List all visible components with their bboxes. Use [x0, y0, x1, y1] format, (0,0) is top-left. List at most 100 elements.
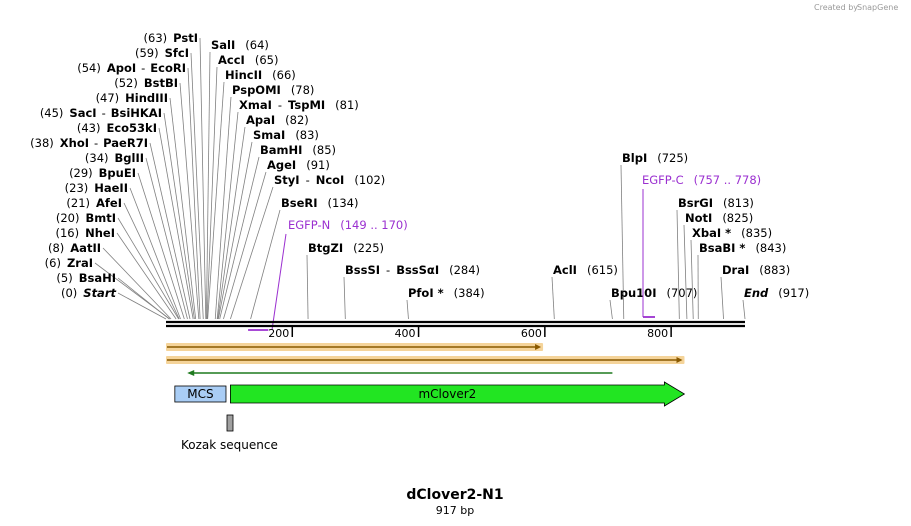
leader-blpi [620, 164, 625, 320]
site-position: (0) [61, 286, 77, 300]
site-xhoi: (38)XhoI-PaeR7I [30, 136, 148, 150]
feature-label-mcs: MCS [187, 387, 213, 401]
site-smai: SmaI (83) [253, 128, 319, 142]
site-name: AccI [218, 53, 245, 67]
site-position: (81) [335, 98, 359, 112]
site-name: BssSI [345, 263, 380, 277]
site-name: NotI [685, 211, 712, 225]
site-name: SfcI [165, 46, 189, 60]
site-name: AgeI [267, 158, 296, 172]
leader-acli [551, 276, 555, 320]
leader-styi [230, 186, 274, 320]
site-position: (47) [96, 91, 120, 105]
leader-bglii [145, 157, 188, 320]
ruler-label-800: 800 [647, 327, 668, 340]
site-name: BlpI [622, 151, 647, 165]
site-name: PspOMI [232, 83, 281, 97]
leader-eco53ki [158, 127, 194, 320]
site-bsahi: (5)BsaHI [56, 271, 116, 285]
site-name: BamHI [260, 143, 302, 157]
site-position: (23) [65, 181, 89, 195]
site-blpi: BlpI(725) [622, 151, 688, 165]
primer-name: EGFP-C [642, 173, 684, 187]
site-name-2: EcoRI [150, 61, 186, 75]
feature-mcs [174, 385, 227, 403]
leader-drai [720, 276, 724, 320]
leader-bseri [250, 209, 281, 320]
leader-acci [206, 66, 218, 320]
site-aatii: (8)AatII [48, 241, 101, 255]
site-bseri: BseRI(134) [281, 196, 358, 210]
orf-arrowhead [187, 370, 195, 376]
leader-end [742, 299, 746, 320]
leader-xbai [690, 239, 694, 320]
leader-bpuei [137, 172, 185, 320]
primer-egfp-n: EGFP-N(149 .. 170) [288, 218, 408, 232]
site-name: SalI [211, 38, 235, 52]
leader-bpu10i [609, 299, 613, 320]
site-name: HincII [225, 68, 262, 82]
site-position: (225) [353, 241, 384, 255]
snapgene-brand: SnapGene [857, 3, 898, 12]
site-name-2: BssSαI [396, 263, 439, 277]
created-by-text: Created by [814, 3, 858, 12]
site-separator: - [102, 106, 106, 120]
site-pfoi: PfoI *(384) [408, 286, 485, 300]
site-bpuei: (29)BpuEI [69, 166, 136, 180]
leader-hindiii [169, 97, 197, 320]
leader-bsssi [343, 276, 346, 320]
leader-psti [199, 37, 207, 320]
site-position: (78) [291, 83, 315, 97]
site-apai: ApaI(82) [246, 113, 309, 127]
site-position: (917) [778, 286, 809, 300]
site-position: (284) [449, 263, 480, 277]
site-bpu10i: Bpu10I(707) [611, 286, 697, 300]
site-name: PfoI * [408, 286, 444, 300]
site-agei: AgeI(91) [267, 158, 330, 172]
feature-mclover2 [230, 381, 686, 407]
site-name: BmtI [85, 211, 116, 225]
ruler-label-600: 600 [521, 327, 542, 340]
site-start: (0)Start [61, 286, 117, 300]
leader-bsrgi [676, 209, 680, 320]
leader-bstbi [179, 82, 200, 320]
map-title: dClover2-N1 [406, 487, 503, 503]
site-name: BsaHI [79, 271, 116, 285]
site-name: StyI [274, 173, 300, 187]
site-bstbi: (52)BstBI [114, 76, 178, 90]
site-hindiii: (47)HindIII [96, 91, 168, 105]
site-position: (43) [77, 121, 101, 135]
site-position: (34) [85, 151, 109, 165]
site-bglii: (34)BglII [85, 151, 144, 165]
orf-arrowhead [676, 357, 683, 363]
site-name: BseRI [281, 196, 318, 210]
site-name: BsrGI [678, 196, 713, 210]
leader-xmai [216, 111, 239, 320]
site-separator: - [141, 61, 145, 75]
site-position: (38) [30, 136, 54, 150]
primer-leader-egfp-n [271, 233, 287, 331]
leader-btgzi [306, 254, 309, 320]
leader-sfci [190, 52, 204, 320]
primer-range: (757 .. 778) [694, 173, 762, 187]
site-name: SmaI [253, 128, 285, 142]
site-position: (83) [295, 128, 319, 142]
site-separator: - [306, 173, 310, 187]
site-name: AfeI [96, 196, 122, 210]
site-haeii: (23)HaeII [65, 181, 128, 195]
site-drai: DraI(883) [722, 263, 790, 277]
site-name: NheI [85, 226, 115, 240]
site-position: (45) [40, 106, 64, 120]
primer-egfp-c: EGFP-C (757 .. 778) [642, 173, 761, 187]
leader-nhei [116, 232, 177, 320]
site-separator: - [278, 98, 282, 112]
site-position: (66) [272, 68, 296, 82]
site-position: (6) [45, 256, 61, 270]
site-position: (52) [114, 76, 138, 90]
site-name-2: NcoI [316, 173, 345, 187]
site-position: (883) [759, 263, 790, 277]
feature-label-mclover2: mClover2 [418, 387, 476, 401]
site-name: AclI [553, 263, 577, 277]
leader-haeii [129, 187, 181, 320]
